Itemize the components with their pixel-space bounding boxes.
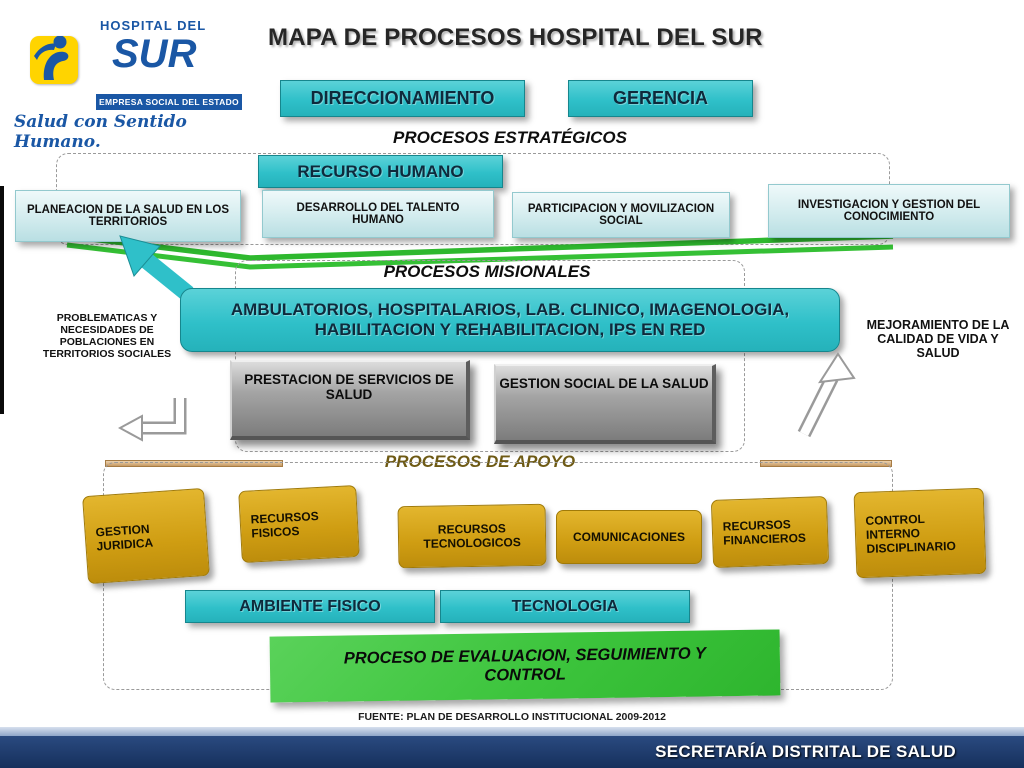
label-procesos-estrategicos: PROCESOS ESTRATÉGICOS [393, 128, 627, 147]
tan-divider-left [105, 460, 283, 467]
box-desarrollo-talento: DESARROLLO DEL TALENTO HUMANO [262, 190, 494, 238]
box-ambiente-fisico: AMBIENTE FISICO [185, 590, 435, 623]
box-direccionamiento: DIRECCIONAMIENTO [280, 80, 525, 117]
logo-empresa-banner: EMPRESA SOCIAL DEL ESTADO [96, 94, 242, 110]
logo-sur-text: SUR [112, 32, 197, 76]
note-mejoramiento: MEJORAMIENTO DE LA CALIDAD DE VIDA Y SAL… [866, 318, 1010, 360]
box-ambiente-fisico-label: AMBIENTE FISICO [239, 597, 381, 615]
footer-bar: SECRETARÍA DISTRITAL DE SALUD [0, 736, 1024, 768]
box-gerencia: GERENCIA [568, 80, 753, 117]
box-desarrollo-talento-label: DESARROLLO DEL TALENTO HUMANO [296, 202, 460, 226]
logo-hospital-del-text: HOSPITAL DEL [100, 18, 207, 33]
box-recurso-humano: RECURSO HUMANO [258, 155, 503, 188]
box-evaluacion-control-label: PROCESO DE EVALUACION, SEGUIMIENTO Y CON… [343, 644, 707, 685]
box-prestacion-servicios: PRESTACION DE SERVICIOS DE SALUD [230, 360, 470, 440]
left-elbow-arrow-icon [118, 398, 187, 442]
note-problematicas: PROBLEMATICAS Y NECESIDADES DE POBLACION… [42, 312, 172, 360]
box-planeacion-salud: PLANEACION DE LA SALUD EN LOS TERRITORIO… [15, 190, 241, 242]
box-recursos-fisicos: RECURSOS FISICOS [238, 484, 360, 564]
box-prestacion-servicios-label: PRESTACION DE SERVICIOS DE SALUD [244, 372, 454, 402]
box-recursos-financieros: RECURSOS FINANCIEROS [710, 495, 830, 569]
teal-feedback-arrow [119, 235, 194, 301]
box-gestion-juridica: GESTION JURIDICA [82, 487, 210, 585]
right-up-arrow-icon [797, 352, 856, 438]
footer-stripe [0, 727, 1024, 736]
misionales-group-outline [235, 260, 745, 452]
box-gestion-social-label: GESTION SOCIAL DE LA SALUD [499, 376, 709, 391]
box-control-interno: CONTROL INTERNO DISCIPLINARIO [853, 487, 987, 579]
box-direccionamiento-label: DIRECCIONAMIENTO [310, 88, 495, 108]
box-evaluacion-control: PROCESO DE EVALUACION, SEGUIMIENTO Y CON… [269, 629, 781, 703]
box-recurso-humano-label: RECURSO HUMANO [297, 161, 464, 181]
label-procesos-misionales: PROCESOS MISIONALES [383, 262, 591, 281]
box-investigacion-conocimiento: INVESTIGACION Y GESTION DEL CONOCIMIENTO [768, 184, 1010, 238]
box-planeacion-salud-label: PLANEACION DE LA SALUD EN LOS TERRITORIO… [26, 204, 230, 228]
box-servicios-misionales: AMBULATORIOS, HOSPITALARIOS, LAB. CLINIC… [180, 288, 840, 352]
box-gerencia-label: GERENCIA [612, 88, 708, 108]
box-comunicaciones-label: COMUNICACIONES [572, 530, 685, 544]
left-accent-line [0, 186, 4, 414]
logo-tagline: Salud con Sentido Humano. [14, 112, 187, 152]
box-participacion-social-label: PARTICIPACION Y MOVILIZACION SOCIAL [527, 203, 715, 227]
box-gestion-juridica-label: GESTION JURIDICA [95, 521, 154, 554]
logo-person-icon [30, 35, 78, 84]
box-comunicaciones: COMUNICACIONES [556, 510, 702, 564]
box-control-interno-label: CONTROL INTERNO DISCIPLINARIO [865, 511, 957, 556]
box-recursos-financieros-label: RECURSOS FINANCIEROS [722, 517, 807, 548]
box-gestion-social: GESTION SOCIAL DE LA SALUD [494, 364, 716, 444]
tan-divider-right [760, 460, 892, 467]
box-participacion-social: PARTICIPACION Y MOVILIZACION SOCIAL [512, 192, 730, 238]
box-tecnologia: TECNOLOGIA [440, 590, 690, 623]
box-tecnologia-label: TECNOLOGIA [511, 597, 619, 615]
source-note: FUENTE: PLAN DE DESARROLLO INSTITUCIONAL… [358, 711, 666, 723]
label-procesos-apoyo: PROCESOS DE APOYO [384, 452, 576, 471]
box-recursos-tecnologicos-label: RECURSOS TECNOLOGICOS [423, 521, 521, 551]
box-investigacion-conocimiento-label: INVESTIGACION Y GESTION DEL CONOCIMIENTO [797, 199, 981, 223]
page-title: MAPA DE PROCESOS HOSPITAL DEL SUR [268, 24, 763, 51]
hospital-logo: HOSPITAL DEL SUR EMPRESA SOCIAL DEL ESTA… [8, 6, 242, 152]
box-recursos-fisicos-label: RECURSOS FISICOS [250, 508, 319, 541]
box-servicios-misionales-label: AMBULATORIOS, HOSPITALARIOS, LAB. CLINIC… [230, 300, 790, 339]
box-recursos-tecnologicos: RECURSOS TECNOLOGICOS [397, 503, 547, 569]
